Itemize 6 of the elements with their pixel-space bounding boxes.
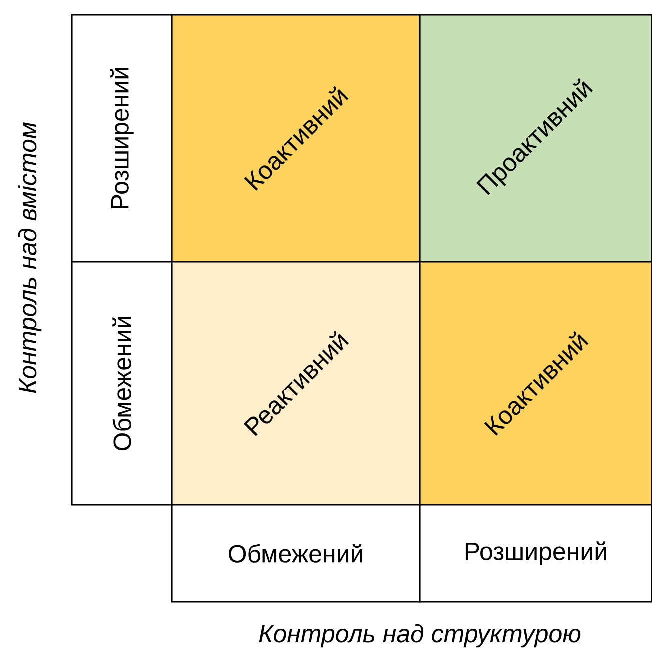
axis-value-box: Обмежений	[71, 261, 173, 506]
axis-value-box: Обмежений	[171, 504, 421, 603]
axis-value-box: Розширений	[71, 14, 173, 263]
axis-value-box: Розширений	[419, 504, 652, 603]
axis-title: Контроль над структурою	[259, 624, 581, 648]
axis-title: Контроль над вмістом	[18, 122, 42, 394]
